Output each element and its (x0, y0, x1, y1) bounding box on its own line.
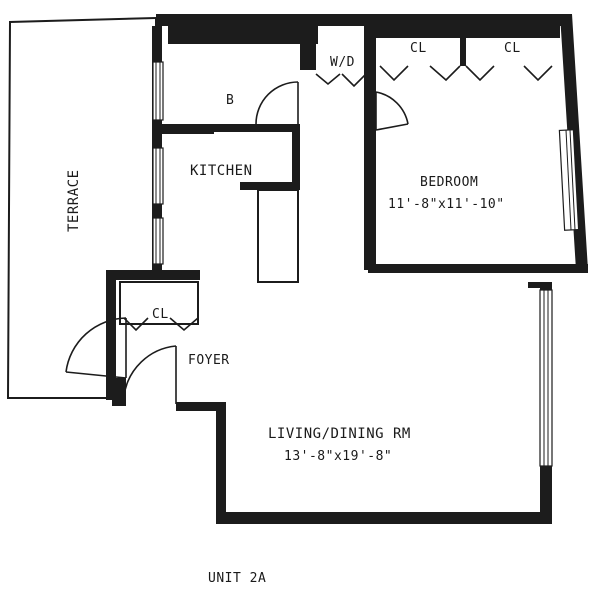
bedroom-closet-label-1: CL (410, 41, 427, 56)
kitchen-counter (257, 189, 299, 283)
foyer-closet-label: CL (152, 307, 169, 322)
foyer-closet-walls (119, 281, 199, 325)
terrace-area (6, 17, 157, 399)
exterior-walls (106, 14, 588, 524)
washer-dryer-label: W/D (330, 55, 355, 70)
bedroom-closet-label-2: CL (504, 41, 521, 56)
bedroom-label: BEDROOM (420, 175, 478, 190)
bedroom-size-label: 11'-8"x11'-10" (388, 197, 505, 212)
foyer-label: FOYER (188, 353, 230, 368)
doors (65, 65, 553, 404)
terrace-label: TERRACE (66, 169, 82, 232)
kitchen-label: KITCHEN (190, 163, 253, 179)
bath-label: B (226, 93, 234, 108)
living-dining-size-label: 13'-8"x19'-8" (284, 449, 392, 464)
unit-label: UNIT 2A (208, 571, 266, 586)
windows (152, 61, 580, 467)
living-dining-label: LIVING/DINING RM (268, 426, 411, 442)
